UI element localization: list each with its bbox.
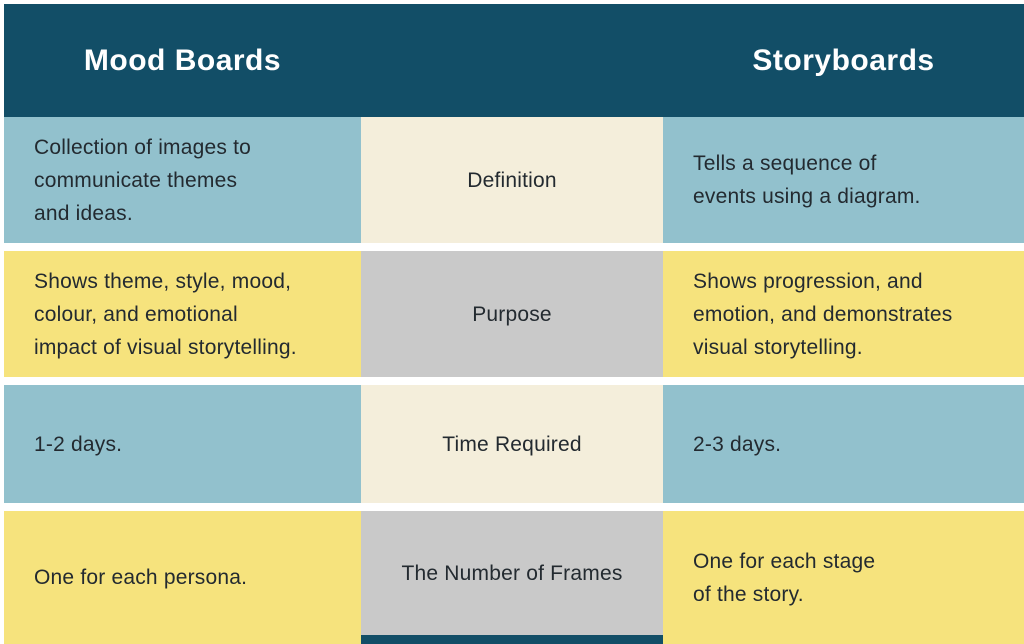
row-label-time-required: Time Required [361,385,663,503]
cell-time-required-moodboards: 1-2 days. [4,385,361,503]
cell-purpose-storyboards: Shows progression, and emotion, and demo… [663,251,1024,377]
row-label-definition: Definition [361,117,663,243]
cell-number-of-frames-storyboards: One for each stage of the story. [663,511,1024,644]
cell-time-required-storyboards: 2-3 days. [663,385,1024,503]
next-section-header-edge [361,635,663,644]
header-bar: Mood Boards Storyboards [4,4,1024,117]
mood-boards-column-title: Mood Boards [83,43,282,77]
row-label-purpose: Purpose [361,251,663,377]
cell-purpose-moodboards: Shows theme, style, mood, colour, and em… [4,251,361,377]
storyboards-column-title: Storyboards [752,43,935,77]
cell-definition-storyboards: Tells a sequence of events using a diagr… [663,117,1024,243]
cell-definition-moodboards: Collection of images to communicate them… [4,117,361,243]
cell-number-of-frames-moodboards: One for each persona. [4,511,361,644]
row-label-number-of-frames: The Number of Frames [361,511,663,635]
